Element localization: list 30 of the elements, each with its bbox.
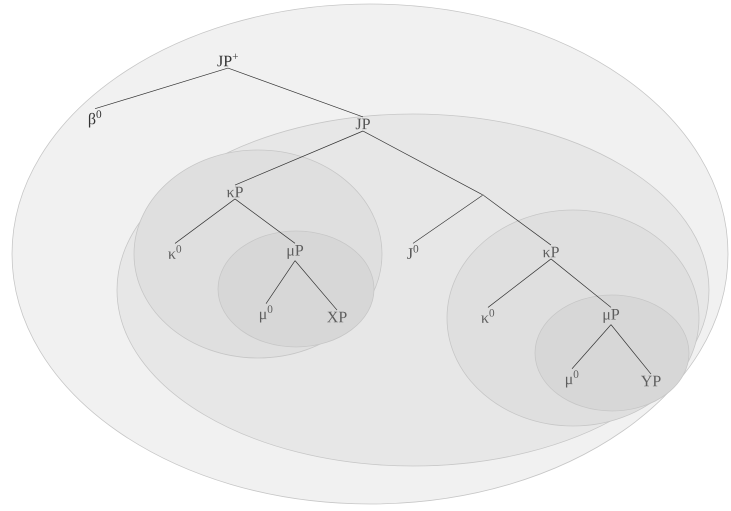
tree-label: κ$^{0}$ [168, 245, 182, 259]
tree-label: κP [542, 246, 559, 258]
tree-branch [266, 260, 296, 304]
tree-branch [362, 130, 483, 195]
tree-branch [412, 195, 483, 244]
tree-label: μP [604, 309, 620, 323]
tree-label: μ$^{0}$ [566, 370, 578, 388]
tree-branch [483, 195, 552, 246]
tree-label: μ$^{0}$ [260, 305, 272, 323]
tree-branch [488, 258, 552, 308]
tree-label: κ$^{0}$ [481, 309, 494, 323]
ellipse-region [218, 230, 374, 348]
tree-branch [94, 68, 228, 110]
tree-label: YP [640, 376, 661, 386]
tree-branch [234, 130, 364, 186]
tree-label: β$^{0}$ [88, 110, 102, 128]
tree-label: XP [327, 312, 347, 322]
ellipse-region [534, 294, 690, 412]
tree-branch [572, 324, 612, 370]
tree-branch [610, 324, 652, 374]
tree-label: JP$^{+}$ [217, 54, 238, 66]
tree-label: JP [356, 118, 370, 130]
tree-branch [228, 68, 364, 118]
tree-label: J$^{0}$ [407, 245, 418, 259]
tree-label: μP [288, 245, 304, 259]
tree-branch [174, 198, 236, 244]
tree-branch [550, 258, 612, 308]
tree-branch [294, 260, 338, 310]
tree-label: κP [226, 186, 243, 198]
tree-branch [234, 198, 296, 244]
